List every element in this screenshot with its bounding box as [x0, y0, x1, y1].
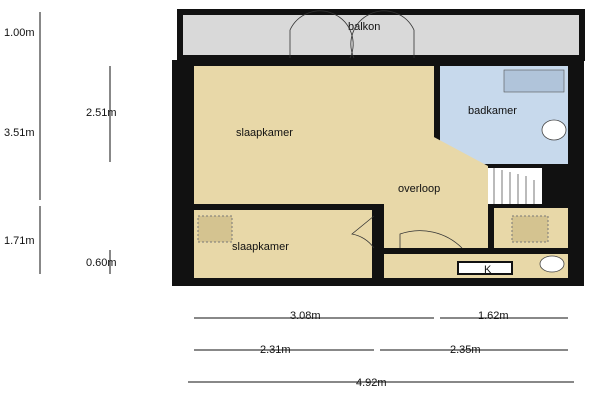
bedroom-2-door: [351, 215, 375, 249]
dim-width-left-2: 2.31m: [260, 344, 291, 356]
shower-tray: [503, 69, 565, 93]
bathroom-label: badkamer: [468, 105, 517, 117]
toilet-icon: [539, 255, 565, 273]
balcony-door-right: [350, 10, 415, 59]
bedroom-1-label: slaapkamer: [236, 127, 293, 139]
washbasin-icon: [541, 119, 567, 141]
dim-left-lines: [39, 12, 111, 274]
balcony-door-left: [289, 10, 354, 59]
dim-balcony-depth: 1.00m: [4, 27, 35, 39]
stairs-area: [488, 168, 542, 204]
dim-lower-depth: 1.71m: [4, 235, 35, 247]
dim-inner-height: 2.51m: [86, 107, 117, 119]
skylight-left: [197, 215, 233, 243]
dim-total-width: 4.92m: [356, 377, 387, 389]
balcony-label: balkon: [348, 21, 380, 33]
closet-label: K: [484, 264, 492, 276]
dim-main-depth: 3.51m: [4, 127, 35, 139]
dim-width-right-2: 2.35m: [450, 344, 481, 356]
dim-bottom-lines: [188, 317, 574, 383]
dim-width-right: 1.62m: [478, 310, 509, 322]
balcony-area: [177, 9, 585, 61]
landing-label: overloop: [398, 183, 440, 195]
bedroom-2-label: slaapkamer: [232, 241, 289, 253]
skylight-right: [511, 215, 549, 243]
dim-width-left: 3.08m: [290, 310, 321, 322]
stairs-steps: [493, 168, 535, 204]
dim-low-height: 0.60m: [86, 257, 117, 269]
landing-door: [399, 230, 463, 249]
landing-area: [384, 136, 488, 248]
closet-area: [457, 261, 513, 275]
